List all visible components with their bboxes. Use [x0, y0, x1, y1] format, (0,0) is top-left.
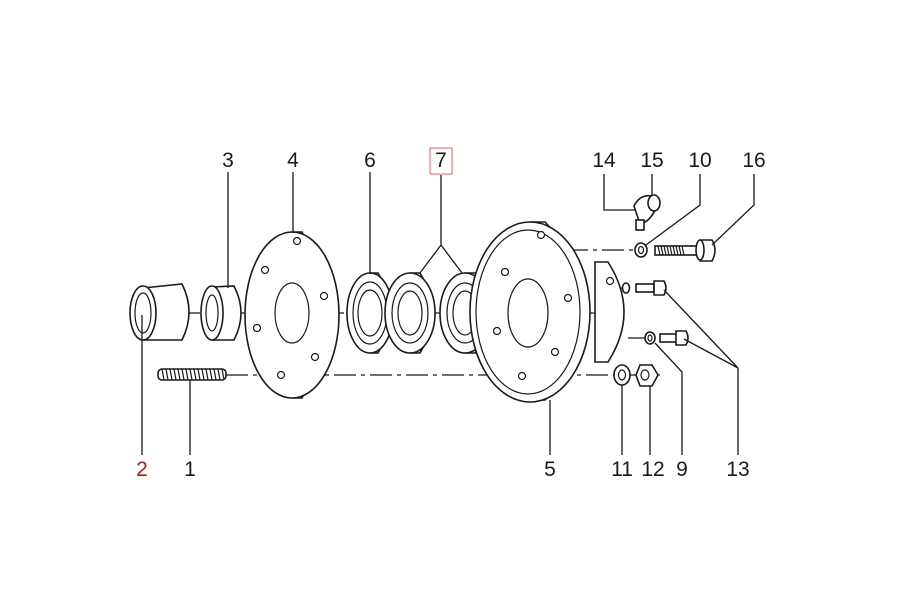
thread-line: [669, 245, 673, 256]
label-7-highlight: [429, 147, 453, 175]
thread-line: [221, 368, 225, 381]
thread-line: [209, 368, 213, 381]
thread-line: [205, 368, 209, 381]
thread-line: [666, 245, 670, 256]
label-5: 5: [544, 458, 556, 481]
label-14: 14: [592, 149, 616, 172]
label-7: 7: [435, 149, 447, 172]
label-3: 3: [222, 149, 234, 172]
part-16-bolt: [654, 239, 716, 262]
thread-line: [657, 245, 661, 256]
label-16: 16: [742, 149, 765, 172]
part-10-washer: [634, 242, 648, 258]
thread-line: [161, 368, 165, 381]
label-10: 10: [688, 149, 711, 172]
thread-line: [678, 245, 682, 256]
label-12: 12: [641, 458, 664, 481]
part-2-bushing: [129, 283, 190, 341]
thread-line: [201, 368, 205, 381]
label-1: 1: [184, 458, 196, 481]
thread-line: [663, 245, 667, 256]
callout-labels: 2 1 3 4 6 7 5 14 15 10 16 11 12 9 13: [136, 149, 766, 481]
label-13: 13: [726, 458, 749, 481]
part-1-threaded-stud: [157, 368, 227, 381]
thread-line: [169, 368, 173, 381]
label-6: 6: [364, 149, 376, 172]
label-9: 9: [676, 458, 688, 481]
part-12-nut: [635, 364, 659, 387]
thread-line: [181, 368, 185, 381]
label-11: 11: [611, 458, 633, 481]
thread-line: [189, 368, 193, 381]
thread-line: [213, 368, 217, 381]
label-4: 4: [287, 149, 299, 172]
part-15-fitting-cap: [647, 194, 661, 212]
part-9-washer: [644, 331, 656, 345]
part-3-collar: [200, 285, 242, 341]
thread-line: [672, 245, 676, 256]
part-11-washer: [613, 364, 631, 386]
part-13-bolts: [621, 280, 689, 346]
thread-line: [185, 368, 189, 381]
leader-lines: [141, 172, 755, 455]
thread-line: [675, 245, 679, 256]
label-2: 2: [136, 458, 148, 481]
thread-line: [660, 245, 664, 256]
part-5-hub: [469, 221, 625, 403]
thread-line: [173, 368, 177, 381]
thread-line: [217, 368, 221, 381]
thread-line: [197, 368, 201, 381]
part-4-flange: [244, 231, 340, 399]
thread-line: [193, 368, 197, 381]
thread-line: [165, 368, 169, 381]
label-15: 15: [640, 149, 663, 172]
thread-line: [681, 245, 685, 256]
thread-line: [177, 368, 181, 381]
